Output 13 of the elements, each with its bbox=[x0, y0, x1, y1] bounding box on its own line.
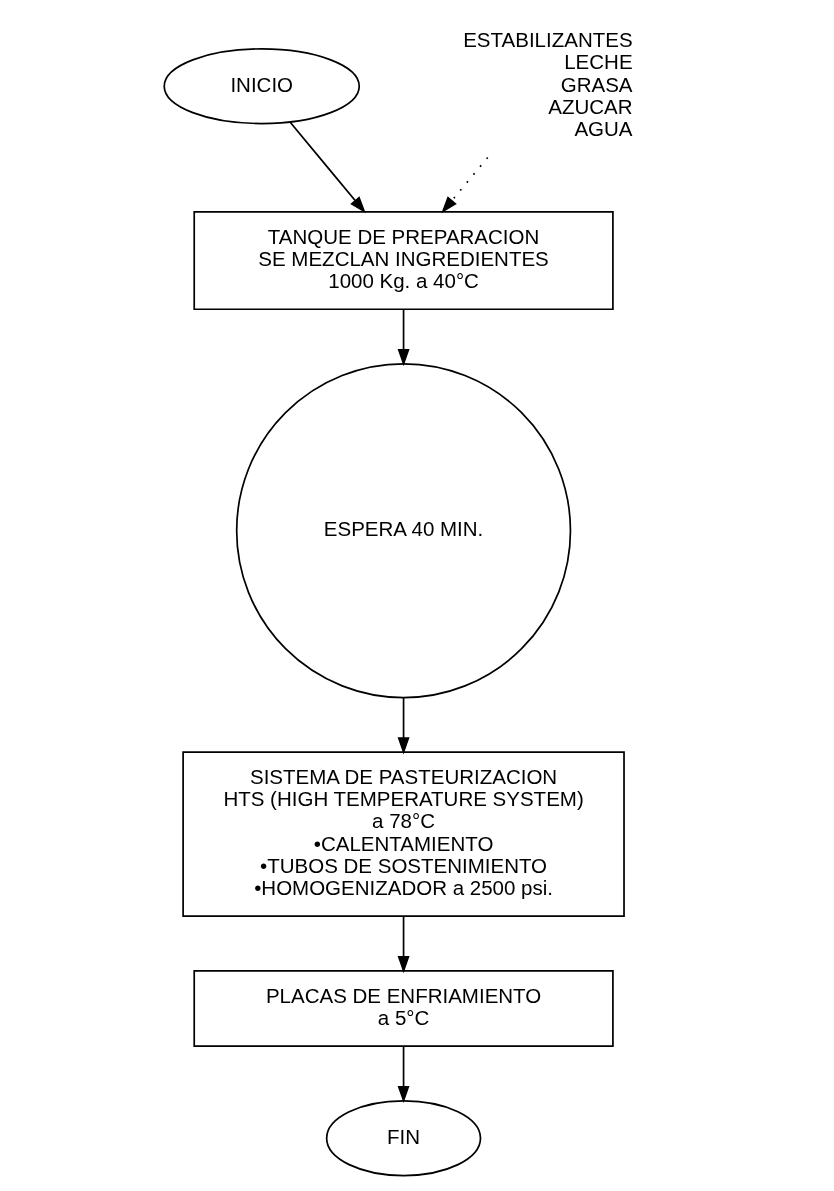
node-ellipse: INICIO bbox=[163, 48, 361, 125]
node-text: ESTABILIZANTES LECHE GRASA AZUCAR AGUA bbox=[463, 28, 633, 140]
arrow bbox=[397, 308, 410, 367]
arrow bbox=[397, 915, 410, 974]
arrow bbox=[289, 121, 366, 214]
node-ellipse: FIN bbox=[325, 1100, 482, 1177]
node-box: TANQUE DE PREPARACION SE MEZCLAN INGREDIENTES 1000 Kg. a 40°C bbox=[193, 211, 614, 311]
arrow bbox=[441, 156, 489, 214]
arrow bbox=[397, 1045, 410, 1104]
arrow bbox=[397, 696, 410, 755]
node-box: SISTEMA DE PASTEURIZACION HTS (HIGH TEMPERATURE SYSTEM) a 78°C •CALENTAMIENTO •TUBOS DE SOSTENIMIENTO •HOMOGENIZADOR a 2500 psi. bbox=[182, 751, 625, 918]
node-box: PLACAS DE ENFRIAMIENTO a 5°C bbox=[193, 970, 614, 1047]
node-circle: ESPERA 40 MIN. bbox=[235, 362, 572, 699]
